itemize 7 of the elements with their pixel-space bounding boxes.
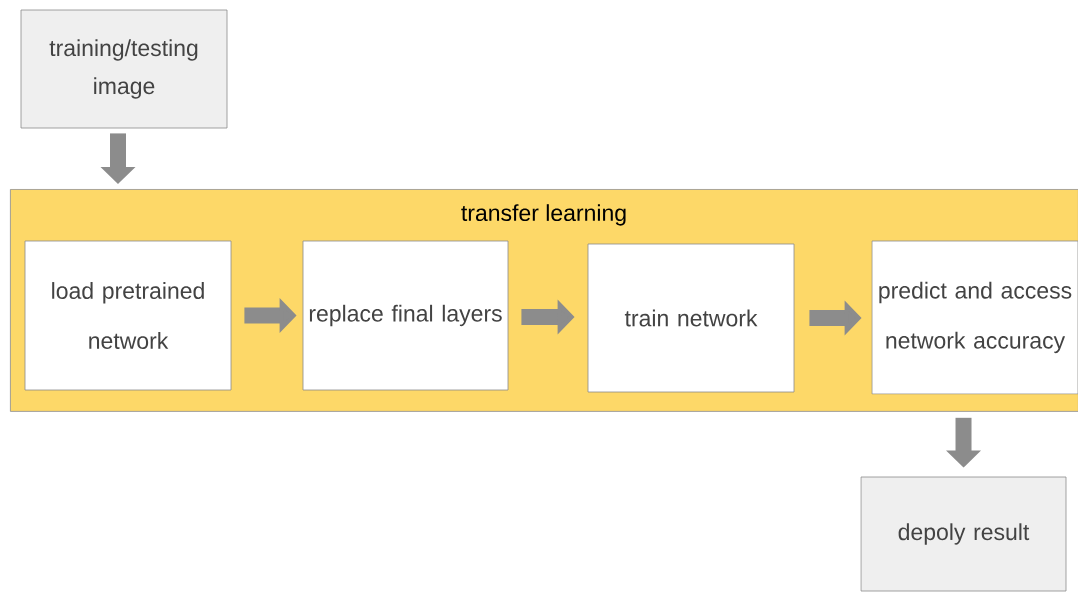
process-box: predict and access network accuracy: [871, 240, 1078, 395]
output-box: depoly result: [860, 476, 1067, 592]
input-box: training/testing image: [20, 9, 228, 129]
process-box: load pretrained network: [24, 240, 232, 391]
process-box: train network: [587, 243, 795, 393]
process-box: replace final layers: [302, 240, 509, 391]
band-title: transfer learning: [461, 204, 626, 226]
